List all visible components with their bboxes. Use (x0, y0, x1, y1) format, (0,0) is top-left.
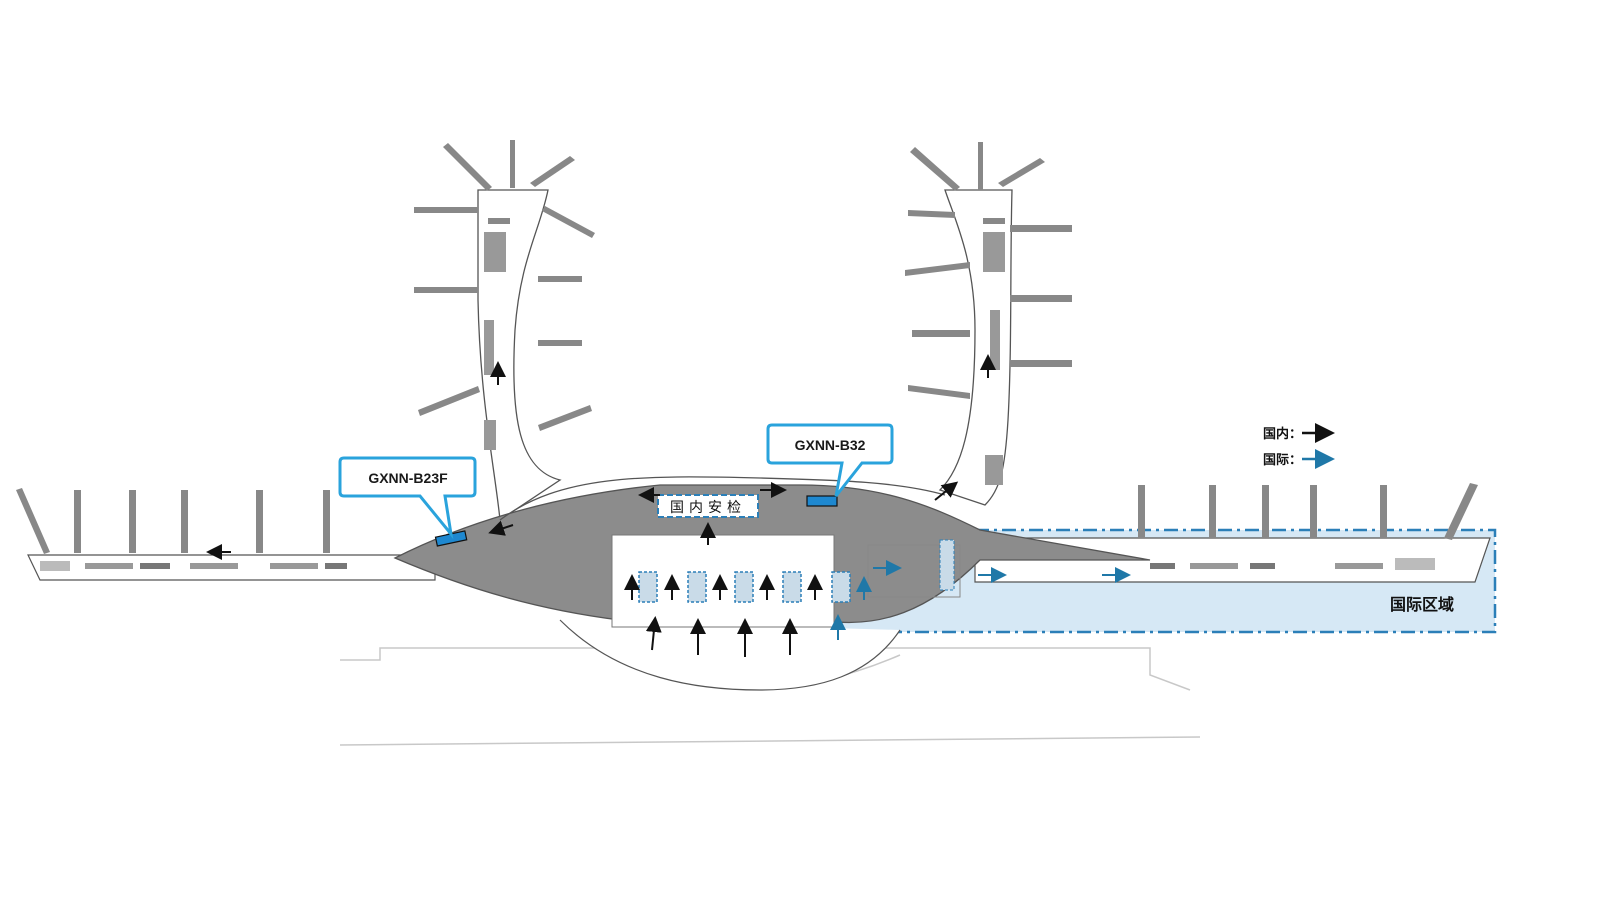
legend-international-label: 国际： (1263, 453, 1302, 468)
international-security-block (867, 539, 961, 598)
right-finger-pier (905, 142, 1072, 506)
left-concourse (16, 488, 436, 581)
left-finger-pier (414, 140, 595, 522)
callout-b23f[interactable]: GXNN-B23F (338, 456, 477, 540)
domestic-security-label: 国内安检 (670, 500, 746, 516)
terminal-upper-curve (499, 476, 946, 521)
legend: 国内： 国际： (1263, 423, 1335, 469)
callout-b32-label: GXNN-B32 (795, 437, 866, 453)
international-flow-arrows (830, 560, 1131, 640)
domestic-flow-arrows (206, 354, 996, 657)
callout-b23f-label: GXNN-B23F (368, 470, 448, 486)
location-marker-b32[interactable] (806, 495, 838, 507)
international-area-label: 国际区域 (1390, 595, 1454, 614)
domestic-security-box (657, 494, 759, 518)
callout-b32[interactable]: GXNN-B32 (766, 423, 894, 497)
right-concourse (974, 483, 1491, 583)
landside-front-arc (559, 619, 901, 691)
legend-domestic-label: 国内： (1263, 426, 1302, 442)
checkin-counters (638, 571, 851, 603)
